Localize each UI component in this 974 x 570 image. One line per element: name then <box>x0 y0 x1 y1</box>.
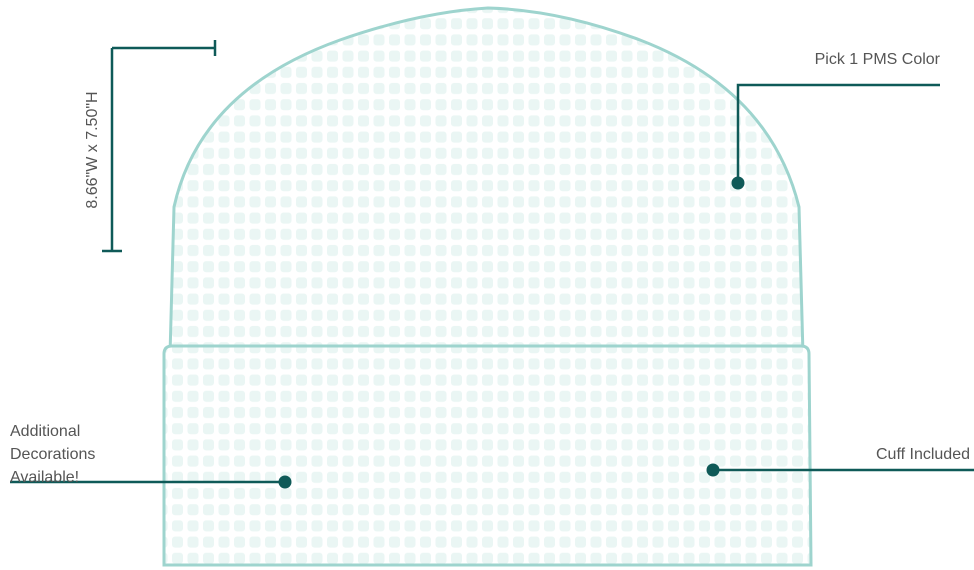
cuff-included-label: Cuff Included <box>876 446 970 463</box>
additional-decorations-label: Additional Decorations Available! <box>10 420 170 489</box>
additional-decorations-line-2: Decorations <box>10 446 96 463</box>
beanie-cuff <box>162 344 813 567</box>
additional-decorations-line-3: Available! <box>10 469 80 486</box>
pms-color-marker <box>731 176 745 190</box>
beanie-crown <box>168 6 805 357</box>
additional-decorations-line-1: Additional <box>10 423 81 440</box>
pms-color-label: Pick 1 PMS Color <box>814 51 940 68</box>
cuff-marker <box>706 463 720 477</box>
pms-color-leader <box>731 83 940 190</box>
dimension-label: 8.66"W x 7.50"H <box>84 91 101 209</box>
additional-decorations-leader <box>10 475 292 489</box>
dimension-bracket <box>102 40 217 253</box>
cuff-leader <box>706 463 974 477</box>
additional-decorations-marker <box>278 475 292 489</box>
